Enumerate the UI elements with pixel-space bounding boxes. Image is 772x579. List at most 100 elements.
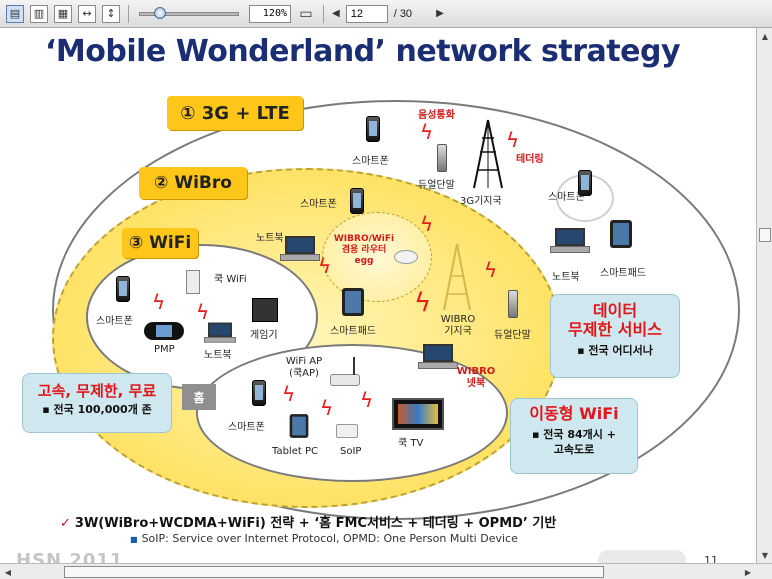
smartphone-label: 스마트폰 [300, 199, 337, 210]
lte-layer-badge: ① 3G + LTE [167, 96, 303, 130]
lightning-icon: ϟ [196, 300, 210, 324]
dual-terminal-label: 듀얼단말 [418, 180, 455, 191]
smartphone-icon [366, 116, 380, 142]
soip-phone-icon [336, 424, 358, 438]
triangle-up-icon: ▲ [761, 31, 769, 41]
single-page-view-button[interactable]: ▤ [6, 4, 24, 23]
lightning-icon: ϟ [360, 388, 374, 412]
laptop-icon [204, 322, 236, 344]
scroll-down-button[interactable]: ▼ [757, 547, 772, 563]
pmp-label: PMP [154, 344, 175, 355]
viewer-toolbar: ▤ ▥ ▦ ↔ ↕ 120% ▭ ◀ 12 / 30 ▶ [0, 0, 772, 28]
footer-decoration [598, 550, 686, 563]
fit-width-button[interactable]: ↔ [78, 4, 96, 23]
page-total: / 30 [393, 7, 413, 20]
smartpad-label: 스마트패드 [600, 268, 646, 279]
smartphone-label: 스마트폰 [96, 316, 133, 327]
soip-label: SoIP [340, 446, 362, 457]
two-page-view-button[interactable]: ▥ [30, 4, 48, 23]
callout-detail: ▪ 전국 84개시 + 고속도로 [532, 428, 616, 456]
scroll-left-button[interactable]: ◀ [0, 564, 16, 579]
two-page-icon: ▥ [33, 7, 45, 20]
wifi-ap-icon [186, 270, 200, 294]
callout-detail: ▪ 전국 어디서나 [577, 344, 653, 357]
triangle-right-icon: ▶ [744, 567, 752, 577]
monitor-icon: ▭ [299, 5, 313, 22]
smartphone-icon [252, 380, 266, 406]
egg-router-label: WIBRO/WiFi 겸용 라우터 egg [333, 234, 395, 266]
game-console-label: 게임기 [250, 330, 278, 341]
notebook-label: 노트북 [552, 272, 580, 283]
netbook-icon [418, 344, 458, 370]
smartphone-icon [350, 188, 364, 214]
dual-phone-icon [437, 144, 447, 172]
thumbnail-view-button[interactable]: ▦ [54, 4, 72, 23]
footer-logo: HSN 2011 [16, 550, 124, 563]
horizontal-scrollbar[interactable]: ◀ ▶ [0, 563, 772, 579]
home-tag: 홈 [182, 384, 216, 410]
scroll-right-button[interactable]: ▶ [740, 564, 756, 579]
dual-terminal-label: 듀얼단말 [494, 330, 531, 341]
tablet-pc-label: Tablet PC [272, 446, 318, 457]
wifi-layer-badge: ③ WiFi [122, 228, 198, 258]
dual-phone-icon [508, 290, 518, 318]
smartphone-label: 스마트폰 [548, 192, 585, 203]
smartphone-label: 스마트폰 [352, 156, 389, 167]
unlimited-data-callout: 데이터 무제한 서비스 ▪ 전국 어디서나 [550, 294, 680, 378]
horizontal-scroll-thumb[interactable] [64, 566, 604, 578]
vertical-scrollbar[interactable]: ▲ ▼ [756, 28, 772, 563]
scroll-up-button[interactable]: ▲ [757, 28, 772, 44]
prev-page-button[interactable]: ◀ [332, 8, 340, 19]
smartpad-label: 스마트패드 [330, 326, 376, 337]
toolbar-divider [128, 4, 129, 23]
laptop-icon [550, 228, 590, 254]
lightning-icon: ϟ [414, 288, 432, 318]
callout-detail: ▪ 전국 100,000개 존 [42, 403, 152, 416]
strategy-summary-text: 3W(WiBro+WCDMA+WiFi) 전략 + ‘홈 FMC서비스 + 테더… [74, 516, 557, 531]
fullscreen-button[interactable]: ▭ [297, 5, 315, 23]
toolbar-divider [323, 4, 324, 23]
mobile-wifi-callout: 이동형 WiFi ▪ 전국 84개시 + 고속도로 [510, 398, 638, 474]
game-console-icon [252, 298, 278, 322]
callout-heading: 고속, 무제한, 무료 [37, 382, 157, 400]
slide: ‘Mobile Wonderland’ network strategy ① 3… [0, 28, 756, 563]
tablet-icon [610, 220, 632, 248]
bullet-square-icon: ■ [130, 535, 138, 544]
fit-height-button[interactable]: ↕ [102, 4, 120, 23]
lightning-icon: ϟ [152, 290, 166, 314]
smartphone-label: 스마트폰 [228, 422, 265, 433]
vertical-scroll-thumb[interactable] [759, 228, 771, 242]
lightning-icon: ϟ [320, 396, 334, 420]
triangle-right-icon: ▶ [436, 8, 444, 19]
triangle-left-icon: ◀ [332, 8, 340, 19]
smartphone-icon [116, 276, 130, 302]
triangle-left-icon: ◀ [4, 567, 12, 577]
glossary-note-text: SoIP: Service over Internet Protocol, OP… [141, 532, 518, 545]
notebook-label: 노트북 [204, 350, 232, 361]
qook-tv-label: 쿡 TV [398, 438, 424, 449]
page-number-input[interactable]: 12 [345, 4, 388, 23]
fit-width-icon: ↔ [82, 7, 92, 20]
pmp-icon [144, 322, 184, 340]
lightning-icon: ϟ [318, 254, 332, 278]
router-icon [330, 357, 360, 386]
glossary-note: ■SoIP: Service over Internet Protocol, O… [130, 532, 518, 545]
smartphone-icon [578, 170, 592, 196]
tablet-icon [342, 288, 364, 316]
lightning-icon: ϟ [506, 128, 520, 152]
lightning-icon: ϟ [282, 382, 296, 406]
zoom-level-field[interactable]: 120% [249, 4, 291, 23]
tablet-icon [289, 414, 309, 438]
zoom-slider-knob[interactable] [154, 6, 166, 19]
wibro-base-label: WIBRO 기지국 [440, 314, 476, 337]
zoom-slider[interactable] [139, 6, 239, 19]
single-page-icon: ▤ [9, 7, 21, 20]
wibro-netbook-label: WIBRO 넷북 [456, 366, 496, 389]
next-page-button[interactable]: ▶ [436, 8, 444, 19]
slide-page-number: 11 [704, 554, 718, 563]
callout-heading: 이동형 WiFi [529, 404, 619, 423]
strategy-summary: ✓3W(WiBro+WCDMA+WiFi) 전략 + ‘홈 FMC서비스 + 테… [60, 512, 556, 531]
voice-call-label: 음성통화 [418, 110, 455, 121]
lightning-icon: ϟ [420, 212, 434, 236]
notebook-label: 노트북 [256, 233, 284, 244]
